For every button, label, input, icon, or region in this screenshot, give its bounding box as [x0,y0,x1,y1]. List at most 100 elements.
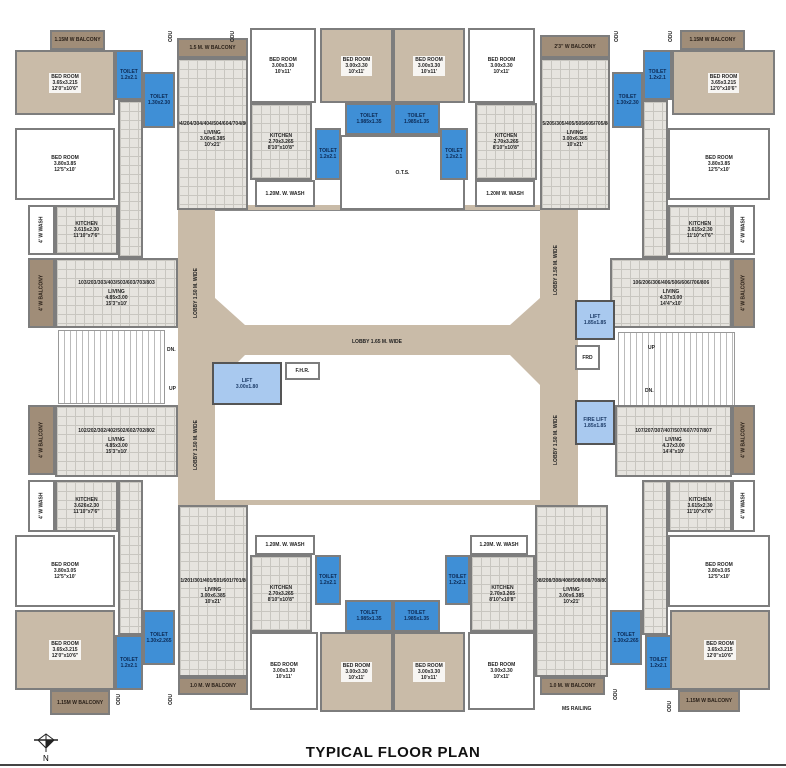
room-unit: 105/205/305/405/505/605/705/805 [540,120,610,127]
room-dim: 3.65x3.215 [52,79,78,86]
room-label: 1.20M. W. WASH [263,541,307,549]
room-name: BED ROOM [415,663,443,669]
room-name: KITCHEN [688,221,712,227]
room-label: 1.15M W BALCONY [52,36,102,44]
room-name: TOILET [319,148,337,154]
room-4-w-balcony: 4' W BALCONY [28,258,55,328]
room-unit: 103/203/303/403/503/603/703/803 [78,279,155,286]
room-ft: 12'5"x10' [54,574,76,580]
room-ft: 10'x21' [204,598,222,605]
room-unit: 102/202/302/402/502/602/702/802 [78,427,155,434]
room-name: 2'3" W BALCONY [554,43,596,50]
room-dim: 3.00x3.30 [490,62,513,69]
room-name: FRD [582,354,593,361]
room-dim: 1.2x2.1 [650,662,667,669]
room-label: F.H.R. [293,367,312,375]
room-name: BED ROOM [342,663,371,669]
room-1-20m-w-wash: 1.20M W. WASH [475,180,535,207]
room-name: TOILET [150,94,168,100]
room-dim: 3.65x3.215 [707,647,733,653]
lobby-vertical-label-tl: LOBBY 1.50 M. WIDE [193,268,199,318]
room-name: BED ROOM [270,662,298,668]
ms-railing-label: MS RAILING [562,706,592,712]
room-name: 4' W WASH [740,216,747,244]
room-4-w-balcony: 4' W BALCONY [732,258,755,328]
room-name: LIVING [108,288,125,295]
room-dim: 3.00x6.385 [200,592,226,599]
room-name: 1.20M. W. WASH [479,542,519,548]
room-dim: 2.70x3.265 [268,138,294,145]
room-dim: 3.615x2.30 [73,227,100,233]
room-name: BED ROOM [487,56,516,63]
lobby-vertical-label-tr: LOBBY 1.50 M. WIDE [553,245,559,295]
lobby-vertical-label-bl: LOBBY 1.50 M. WIDE [193,420,199,470]
room-unit: 104/204/304/404/504/604/704/804 [177,120,248,127]
room-corridor [118,100,143,258]
room-label: 4' W BALCONY [739,274,749,312]
room-ft: 12'0"x10'6" [710,85,737,92]
room-dim: 3.00x1.80 [235,383,259,390]
stairs-up-right: UP [648,345,655,351]
room-name: 4' W BALCONY [38,274,45,312]
room-dim: 1.985x1.35 [356,616,382,622]
room-name: BED ROOM [705,562,733,568]
room-ft: 10'x11' [493,68,510,75]
room-1-15m-w-balcony: 1.15M W BALCONY [678,690,740,712]
room-unit: 106/206/306/406/506/606/706/806 [632,279,710,286]
room-name: FIRE LIFT [583,416,607,423]
room-ft: 8'10"x10'8" [489,596,516,603]
room-dim: 2.70x3.265 [268,590,294,597]
room-dim: 3.615x2.30 [687,503,713,509]
odu-label: ODU [614,30,620,42]
lobby-horizontal-label: LOBBY 1.65 M. WIDE [352,339,402,345]
room-1-15m-w-balcony: 1.15M W BALCONY [50,30,105,50]
room-dim: 1.2x2.1 [449,580,466,586]
room-dim: 3.00x6.385 [558,592,585,599]
room-ft: 12'0"x10'6" [51,653,79,659]
room-name: 1.20M. W. WASH [265,542,305,548]
room-label: 2'3" W BALCONY [552,43,597,51]
room-name: BED ROOM [51,155,79,161]
room-name: TOILET [360,113,378,119]
stairs-up-left: UP [169,386,176,392]
room-dim: 1.30x2.30 [147,100,171,106]
room-label: 4' W WASH [36,491,47,521]
room-1-0-m-w-balcony: 1.0 M. W BALCONY [540,677,605,695]
room-name: 4' W BALCONY [740,274,747,312]
room-label: 4' W WASH [738,491,749,521]
staircase-left [58,330,165,404]
room-dim: 1.2x2.1 [120,75,138,81]
room-label: 1.15M W BALCONY [684,697,734,705]
room-dim: 1.2x2.1 [120,662,138,669]
room-dim: 1.985x1.35 [356,119,382,125]
room-name: 1.15M W BALCONY [56,699,104,706]
room-dim: 1.85x1.85 [583,320,607,326]
room-ft: 10'x11' [348,68,365,75]
odu-label: ODU [116,693,122,705]
